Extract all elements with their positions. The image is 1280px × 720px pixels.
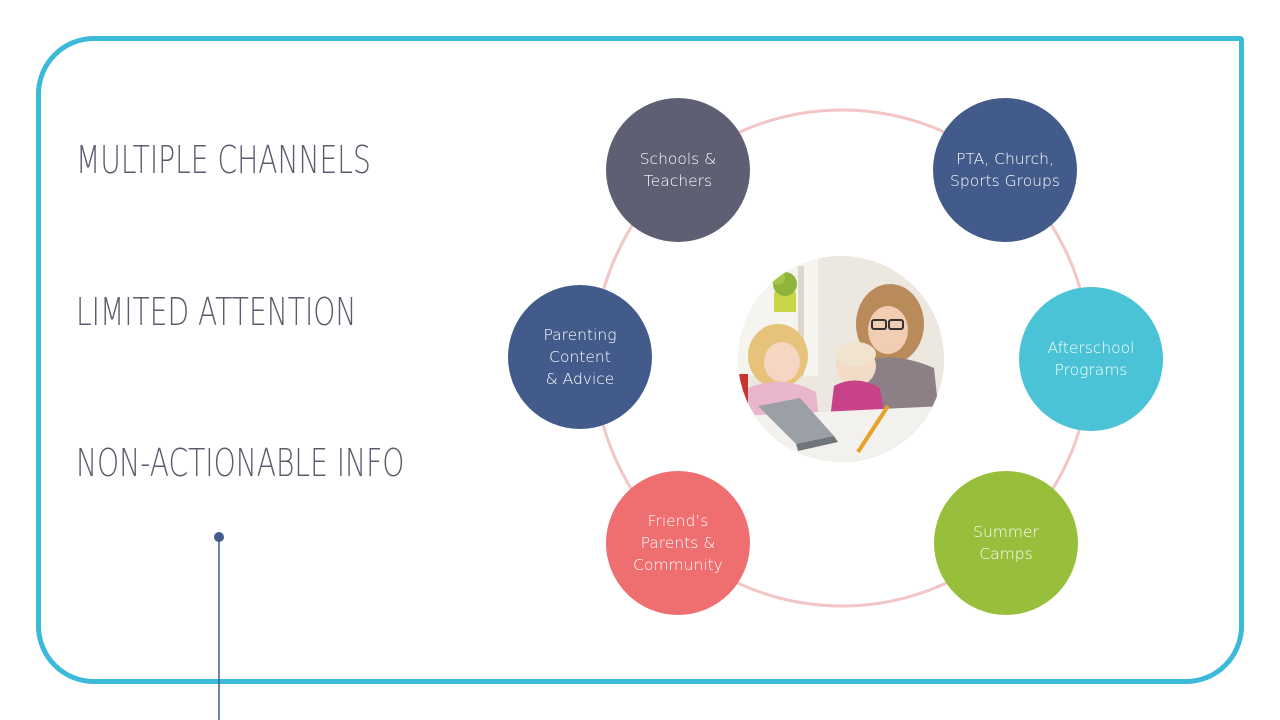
node-label: Friend’s Parents & Community [633,512,723,574]
center-photo [738,256,944,462]
node-afterschool-programs: Afterschool Programs [1019,287,1163,431]
slide-frame [36,36,1244,684]
photo-illustration [738,256,944,462]
node-parenting-content: Parenting Content & Advice [508,285,652,429]
heading-non-actionable-info: NON-ACTIONABLE INFO [76,441,405,485]
node-schools-teachers: Schools & Teachers [606,98,750,242]
heading-limited-attention: LIMITED ATTENTION [76,290,357,334]
node-label: Schools & Teachers [639,150,717,190]
node-label: Summer Camps [973,523,1039,563]
node-label: Afterschool Programs [1047,339,1135,379]
node-pta-church-sports: PTA, Church, Sports Groups [933,98,1077,242]
node-summer-camps: Summer Camps [934,471,1078,615]
node-label: PTA, Church, Sports Groups [950,150,1060,190]
node-friends-parents-community: Friend’s Parents & Community [606,471,750,615]
heading-multiple-channels: MULTIPLE CHANNELS [76,138,371,182]
node-label: Parenting Content & Advice [543,326,617,388]
